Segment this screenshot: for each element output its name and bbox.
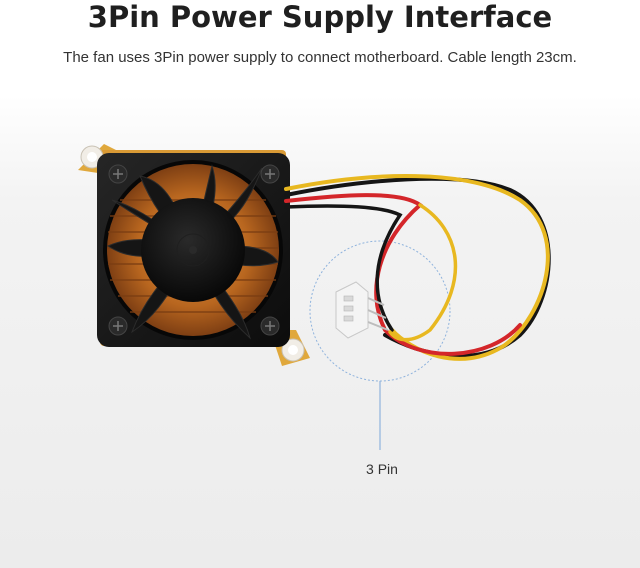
connector-label: 3 Pin xyxy=(366,461,398,477)
page-subtitle: The fan uses 3Pin power supply to connec… xyxy=(63,49,577,66)
cable-wires xyxy=(284,174,551,361)
corner-screws xyxy=(108,164,280,336)
3pin-connector-icon xyxy=(335,281,389,339)
page-title: 3Pin Power Supply Interface xyxy=(87,0,553,34)
